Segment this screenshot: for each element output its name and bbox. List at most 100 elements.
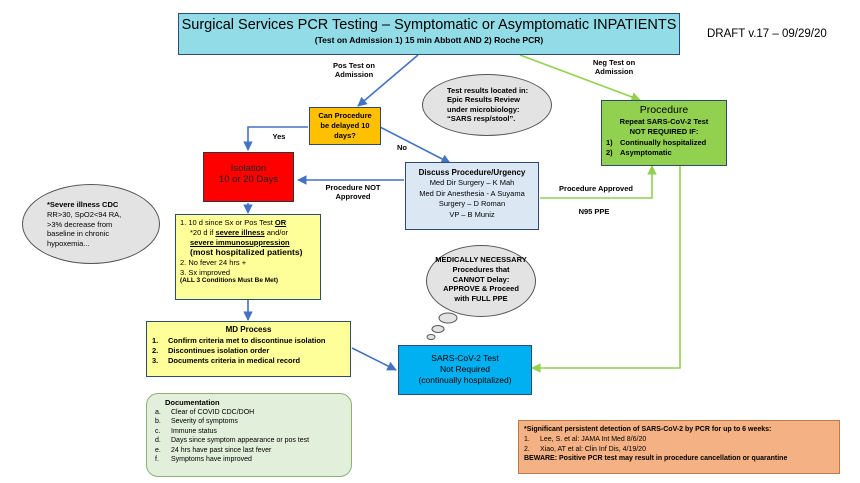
doc-item-f-num: f. — [155, 456, 159, 464]
decision-text: Can Procedure be delayed 10 days? — [318, 111, 372, 140]
sars-line-1: SARS-CoV-2 Test — [431, 353, 499, 363]
criteria-l2b: severe illness — [215, 227, 265, 237]
thought-bubble-medium — [431, 325, 445, 333]
md-item: 3. Documents criteria in medical record — [152, 356, 345, 366]
necessary-line-1: MEDICALLY NECESSARY — [435, 255, 527, 264]
note-ref-1-text: Lee, S. et al: JAMA Int Med 8/6/20 — [540, 435, 647, 443]
note-ref-2: 2. Xiao, AT et al: Clin Inf Dis, 4/19/20 — [524, 445, 834, 455]
thought-bubble-large — [438, 312, 458, 324]
severe-line-3: >3% decrease from — [47, 219, 113, 229]
results-line-4: “SARS resp/stool”. — [447, 114, 516, 124]
discuss-line-2: Med Dir Anesthesia - A Suyama — [419, 188, 525, 198]
md-item-3-text: Documents criteria in medical record — [168, 356, 301, 366]
isolation-criteria-box: 1. 10 d since Sx or Pos Test OR *20 d if… — [175, 214, 321, 300]
procedure-approved-label: Procedure Approved — [559, 184, 633, 193]
note-title: *Significant persistent detection of SAR… — [524, 426, 772, 433]
discuss-title: Discuss Procedure/Urgency — [418, 168, 526, 177]
criteria-l1b: OR — [274, 218, 287, 227]
test-results-cloud: Test results located in: Epic Results Re… — [422, 74, 552, 136]
severe-line-5: hypoxemia... — [47, 239, 90, 248]
page-title: Surgical Services PCR Testing – Symptoma… — [181, 17, 677, 33]
isolation-box: Isolation 10 or 20 Days — [203, 152, 294, 202]
md-process-title: MD Process — [225, 325, 272, 334]
doc-item: b.Severity of symptoms — [155, 417, 343, 426]
arrow-title-to-procedure — [519, 54, 641, 102]
note-ref-2-text: Xiao, AT et al: Clin Inf Dis, 4/19/20 — [540, 445, 646, 453]
criteria-line-5: 2. No fever 24 hrs + — [180, 257, 247, 267]
md-item-3-num: 3. — [152, 356, 159, 366]
doc-item: f.Symptoms have improved — [155, 455, 343, 464]
procedure-not-approved-label: Procedure NOT Approved — [325, 183, 381, 201]
md-item: 1.Confirm criteria met to discontinue is… — [152, 336, 345, 346]
doc-item: e. 24 hrs have past since last fever — [155, 446, 343, 455]
isolation-subtitle: 10 or 20 Days — [218, 174, 279, 185]
discuss-line-4: VP – B Muniz — [449, 209, 495, 219]
discuss-line-1: Med Dir Surgery – K Mah — [429, 178, 515, 188]
yes-label: Yes — [272, 132, 286, 141]
documentation-title: Documentation — [165, 398, 220, 407]
necessary-line-5: with FULL PPE — [454, 294, 508, 303]
thought-bubble-small — [426, 334, 436, 340]
results-line-1: Test results located in: — [447, 86, 529, 95]
necessary-line-3: CANNOT Delay: — [452, 274, 510, 284]
n95-ppe-label: N95 PPE — [578, 207, 610, 216]
doc-item: a.Clear of COVID CDC/DOH — [155, 408, 343, 417]
procedure-item-1-num: 1) — [606, 138, 613, 147]
criteria-line-7: (ALL 3 Conditions Must Be Met) — [180, 277, 279, 285]
doc-item-c-num: c. — [155, 427, 161, 435]
arrow-title-to-decision — [357, 54, 419, 107]
arrow-md-to-sars — [351, 347, 397, 371]
doc-item-e-num: e. — [155, 446, 161, 454]
doc-item-a-text: Clear of COVID CDC/DOH — [171, 409, 255, 416]
arrow-procedure-to-sars — [531, 166, 681, 373]
pos-test-label: Pos Test on Admission — [333, 61, 375, 79]
no-label: No — [397, 143, 407, 152]
documentation-box: Documentation a.Clear of COVID CDC/DOH b… — [146, 393, 352, 477]
results-line-2: Epic Results Review — [447, 95, 520, 105]
pcr-detection-note-box: *Significant persistent detection of SAR… — [518, 420, 840, 474]
criteria-l1a: 1. 10 d since Sx or Pos Test — [180, 218, 275, 227]
doc-item-c-text: Immune status — [171, 427, 217, 435]
sars-not-required-box: SARS-CoV-2 Test Not Required (continuall… — [398, 345, 532, 395]
note-ref-2-num: 2. — [524, 445, 530, 453]
discuss-line-3: Surgery – D Roman — [438, 199, 506, 209]
doc-item-b-text: Severity of symptoms — [171, 418, 238, 426]
procedure-item-2: 2) Asymptomatic — [606, 148, 722, 157]
arrow-no-to-discuss — [379, 126, 451, 164]
severe-line-2: RR>30, SpO2<94 RA, — [47, 209, 122, 219]
arrow-discuss-to-procedure — [540, 165, 657, 199]
md-process-box: MD Process 1.Confirm criteria met to dis… — [146, 321, 351, 377]
page-subtitle: (Test on Admission 1) 15 min Abbott AND … — [314, 35, 544, 45]
results-line-3: under microbiology: — [447, 104, 520, 114]
sars-line-2: Not Required — [439, 364, 491, 375]
procedure-title: Procedure — [639, 104, 689, 116]
procedure-item-1-text: Continually hospitalized — [620, 138, 707, 147]
note-ref-1-num: 1. — [524, 435, 530, 443]
discuss-procedure-box: Discuss Procedure/Urgency Med Dir Surger… — [405, 162, 539, 230]
note-ref-1: 1. Lee, S. et al: JAMA Int Med 8/6/20 — [524, 435, 834, 445]
md-process-list: 1.Confirm criteria met to discontinue is… — [152, 336, 345, 366]
procedure-line-2: NOT REQUIRED IF: — [629, 127, 699, 136]
criteria-l2c: and/or — [264, 227, 289, 237]
procedure-line-1: Repeat SARS-CoV-2 Test — [619, 117, 709, 126]
severe-illness-cloud: *Severe illness CDC RR>30, SpO2<94 RA, >… — [22, 184, 160, 264]
note-beware: BEWARE: Positive PCR test may result in … — [524, 455, 788, 463]
title-banner: Surgical Services PCR Testing – Symptoma… — [178, 13, 680, 55]
documentation-list: a.Clear of COVID CDC/DOH b.Severity of s… — [155, 408, 343, 465]
procedure-item-2-num: 2) — [606, 148, 613, 157]
criteria-line-3: severe immunosuppression — [190, 237, 290, 247]
criteria-l2a: *20 d if — [190, 227, 216, 237]
doc-item-e-text: 24 hrs have past since last fever — [171, 446, 272, 454]
criteria-line-1: 1. 10 d since Sx or Pos Test OR — [180, 218, 316, 228]
necessary-line-2: Procedures that — [452, 264, 510, 274]
sars-line-3: (continually hospitalized) — [418, 375, 512, 386]
procedure-box: Procedure Repeat SARS-CoV-2 Test NOT REQ… — [601, 100, 727, 166]
doc-item-d-text: Days since symptom appearance or pos tes… — [171, 437, 310, 445]
severe-line-1: *Severe illness CDC — [47, 200, 119, 209]
delay-decision-box: Can Procedure be delayed 10 days? — [309, 107, 381, 145]
neg-test-label: Neg Test on Admission — [592, 58, 636, 76]
criteria-line-4: (most hospitalized patients) — [190, 247, 303, 258]
criteria-line-6: 3. Sx improved — [180, 267, 231, 277]
isolation-title: Isolation — [230, 163, 267, 174]
